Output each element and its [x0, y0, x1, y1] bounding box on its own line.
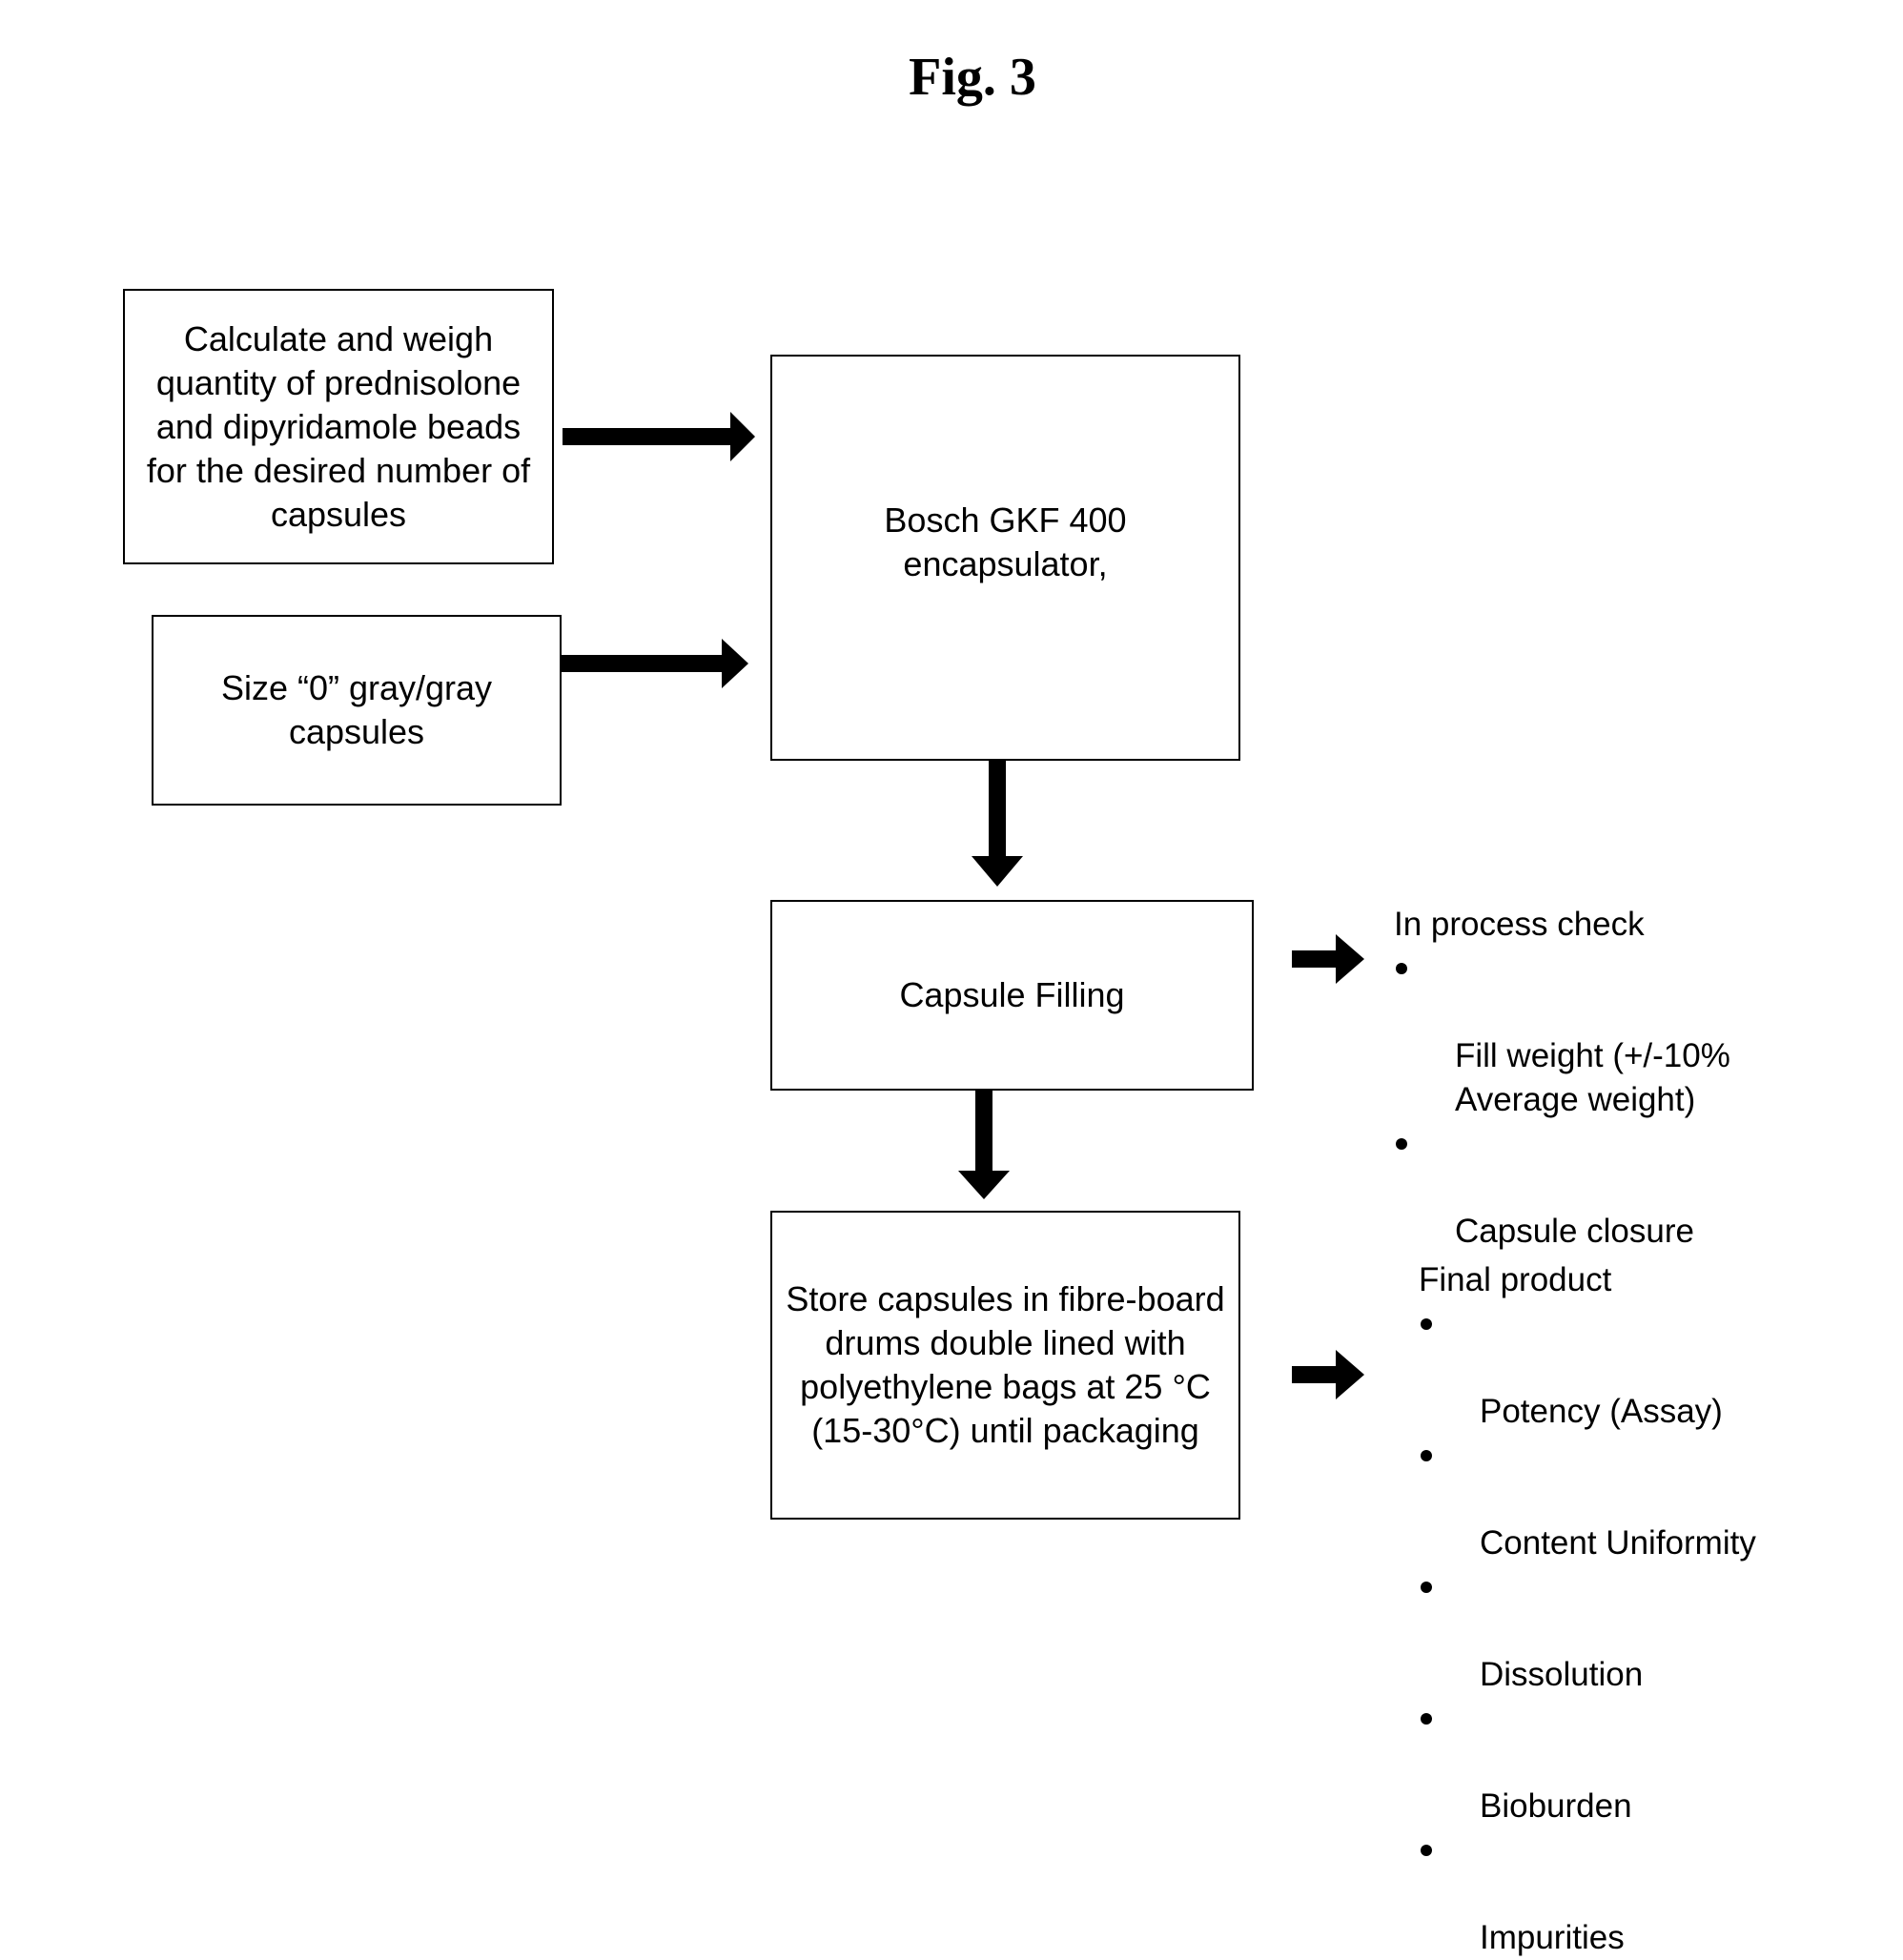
bullet-icon	[1421, 1318, 1432, 1330]
calculate-weigh-beads-text: Calculate and weigh quantity of predniso…	[134, 317, 542, 537]
store-capsules-text: Store capsules in fibre-board drums doub…	[782, 1277, 1229, 1453]
in-process-check-list: In process check Fill weight (+/-10% Ave…	[1394, 903, 1794, 1254]
bullet-icon	[1421, 1713, 1432, 1725]
store-capsules-box: Store capsules in fibre-board drums doub…	[770, 1211, 1240, 1520]
encapsulator-box: Bosch GKF 400 encapsulator,	[770, 355, 1240, 761]
bullet-icon	[1421, 1450, 1432, 1461]
list-item: Fill weight (+/-10% Average weight)	[1394, 947, 1794, 1122]
final-product-list: Final product Potency (Assay) Content Un…	[1419, 1258, 1838, 1960]
calculate-weigh-beads-box: Calculate and weigh quantity of predniso…	[123, 289, 554, 564]
arrow-to-final-product	[1292, 1346, 1368, 1403]
list-item: Potency (Assay)	[1419, 1302, 1838, 1434]
final-product-items: Potency (Assay) Content Uniformity Disso…	[1419, 1302, 1838, 1960]
arrow-filling-to-store	[955, 1091, 1013, 1205]
final-product-item-text: Impurities	[1480, 1919, 1625, 1956]
figure-title: Fig. 3	[0, 44, 1903, 111]
list-item: Impurities	[1419, 1828, 1838, 1960]
final-product-item-text: Dissolution	[1480, 1656, 1643, 1693]
capsule-size-text: Size “0” gray/gray capsules	[163, 666, 550, 754]
capsule-filling-box: Capsule Filling	[770, 900, 1254, 1091]
in-process-check-heading: In process check	[1394, 903, 1794, 947]
arrow-capsules-to-encapsulator	[562, 635, 762, 692]
bullet-icon	[1396, 1138, 1407, 1150]
in-process-item-text: Fill weight (+/-10% Average weight)	[1455, 1037, 1730, 1118]
capsule-filling-text: Capsule Filling	[899, 973, 1124, 1017]
in-process-item-text: Capsule closure	[1455, 1213, 1694, 1250]
final-product-item-text: Bioburden	[1480, 1787, 1632, 1825]
list-item: Bioburden	[1419, 1697, 1838, 1828]
final-product-item-text: Content Uniformity	[1480, 1524, 1756, 1562]
arrow-calculate-to-encapsulator	[563, 408, 763, 465]
list-item: Capsule closure	[1394, 1122, 1794, 1254]
bullet-icon	[1421, 1582, 1432, 1593]
arrow-encapsulator-to-filling	[969, 761, 1026, 894]
arrow-to-in-process-check	[1292, 930, 1368, 988]
final-product-heading: Final product	[1419, 1258, 1838, 1302]
final-product-item-text: Potency (Assay)	[1480, 1393, 1723, 1430]
bullet-icon	[1396, 963, 1407, 974]
bullet-icon	[1421, 1845, 1432, 1856]
list-item: Content Uniformity	[1419, 1434, 1838, 1565]
list-item: Dissolution	[1419, 1565, 1838, 1697]
encapsulator-text: Bosch GKF 400 encapsulator,	[782, 499, 1229, 586]
in-process-check-items: Fill weight (+/-10% Average weight) Caps…	[1394, 947, 1794, 1254]
capsule-size-box: Size “0” gray/gray capsules	[152, 615, 562, 806]
